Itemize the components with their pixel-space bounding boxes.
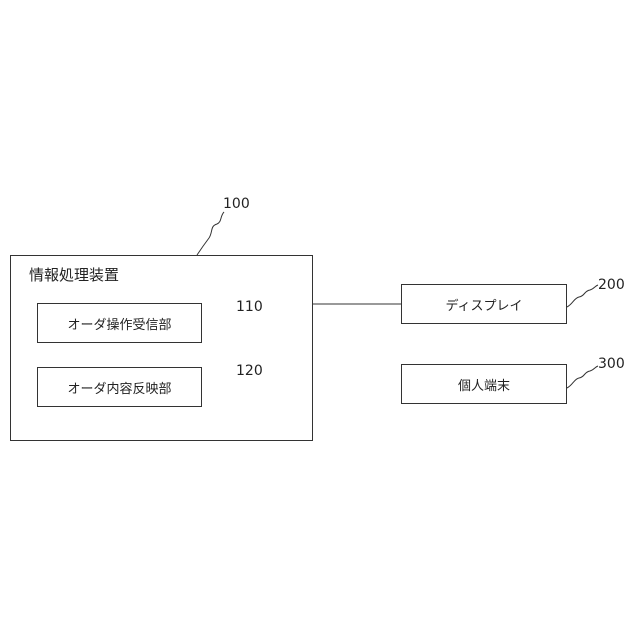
ref-number-110: 110 xyxy=(236,299,263,315)
order-content-reflector-label: オーダ内容反映部 xyxy=(67,378,171,397)
leader-line-100 xyxy=(197,212,224,255)
display-box: ディスプレイ xyxy=(401,284,567,324)
display-label: ディスプレイ xyxy=(445,295,522,314)
information-processing-device-box: 情報処理装置 xyxy=(10,255,313,441)
ref-number-200: 200 xyxy=(598,277,625,293)
leader-line-200 xyxy=(567,285,598,307)
information-processing-device-title: 情報処理装置 xyxy=(29,264,119,285)
order-content-reflector-box: オーダ内容反映部 xyxy=(37,367,202,407)
order-operation-receiver-label: オーダ操作受信部 xyxy=(67,314,171,333)
order-operation-receiver-box: オーダ操作受信部 xyxy=(37,303,202,343)
ref-number-120: 120 xyxy=(236,363,263,379)
personal-terminal-label: 個人端末 xyxy=(458,375,510,394)
ref-number-100: 100 xyxy=(223,196,250,212)
leader-line-300 xyxy=(567,366,598,388)
personal-terminal-box: 個人端末 xyxy=(401,364,567,404)
ref-number-300: 300 xyxy=(598,356,625,372)
